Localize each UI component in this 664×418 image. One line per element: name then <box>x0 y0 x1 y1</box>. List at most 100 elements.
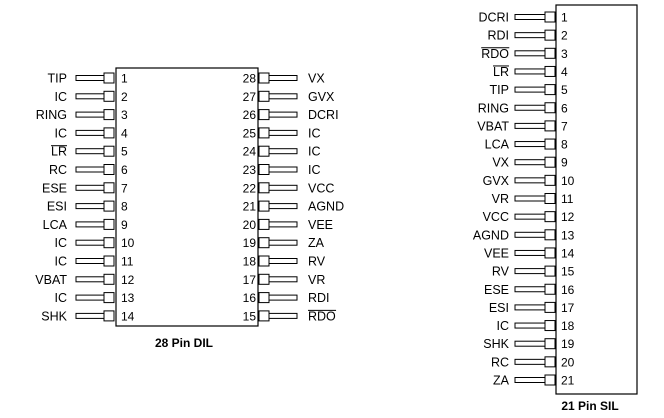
pin-pad <box>544 247 556 259</box>
dil-pin-16: 16 RDI <box>243 291 330 305</box>
pin-pad <box>103 109 115 121</box>
pin-pad <box>258 182 270 194</box>
pin-lead <box>268 75 298 81</box>
pin-number-label: 13 <box>561 228 575 242</box>
pin-number-label: 8 <box>121 200 128 214</box>
pin-lead <box>268 93 298 100</box>
pin-pad <box>544 11 556 23</box>
pin-name-label: RV <box>492 265 510 279</box>
pin-pad <box>258 200 270 212</box>
pin-pad <box>544 47 556 59</box>
pin-number-label: 28 <box>243 72 257 86</box>
pin-lead <box>75 75 105 81</box>
pin-number-label: 21 <box>561 374 575 388</box>
pin-number-label: 19 <box>561 337 575 351</box>
pin-name-label: RDO <box>481 47 509 61</box>
pin-pad <box>544 374 556 386</box>
dil-caption: 28 Pin DIL <box>155 336 213 350</box>
pin-lead <box>75 258 105 264</box>
dil-pin-17: 17 VR <box>243 273 326 287</box>
pin-pad <box>103 145 115 157</box>
pin-name-label: VBAT <box>477 119 509 133</box>
pin-number-label: 8 <box>561 138 568 152</box>
pin-lead <box>514 68 546 75</box>
pin-number-label: 7 <box>121 181 128 195</box>
pin-name-label: AGND <box>308 200 344 214</box>
pin-name-label: IC <box>55 126 68 140</box>
dil-pin-19: 19 ZA <box>243 236 325 250</box>
pin-name-label: ESE <box>42 181 67 195</box>
pin-name-label: IC <box>55 236 68 250</box>
pin-number-label: 1 <box>561 11 568 25</box>
pin-number-label: 10 <box>121 236 135 250</box>
pin-number-label: 21 <box>243 200 257 214</box>
pin-number-label: 5 <box>561 83 568 97</box>
pin-number-label: 17 <box>243 273 257 287</box>
pin-lead <box>514 14 546 20</box>
pin-number-label: 19 <box>243 236 257 250</box>
pin-name-label: IC <box>55 291 68 305</box>
pin-name-label: RDI <box>308 291 330 305</box>
pin-number-label: 2 <box>561 29 568 43</box>
pin-pad <box>258 255 270 267</box>
pin-number-label: 16 <box>561 283 575 297</box>
pin-pad <box>544 65 556 77</box>
pin-number-label: 16 <box>243 291 257 305</box>
pin-lead <box>268 203 298 210</box>
pin-name-label: RING <box>478 101 509 115</box>
pin-pad <box>544 356 556 368</box>
pin-lead <box>514 377 546 383</box>
pin-name-label: RC <box>49 163 67 177</box>
pin-pad <box>544 320 556 332</box>
pin-pad <box>258 218 270 230</box>
sil-caption: 21 Pin SIL <box>561 399 618 413</box>
pin-lead <box>268 239 298 246</box>
pin-pad <box>103 255 115 267</box>
sil-package-body <box>555 4 638 395</box>
pin-name-label: ZA <box>308 236 325 250</box>
dil-package-body <box>115 67 259 327</box>
pin-pad <box>544 283 556 295</box>
pin-lead <box>514 177 546 184</box>
pin-name-label: IC <box>308 145 321 159</box>
pin-pad <box>258 237 270 249</box>
dil-pin-21: 21 AGND <box>243 200 344 214</box>
pin-number-label: 17 <box>561 301 575 315</box>
pin-name-label: VR <box>308 273 325 287</box>
pin-number-label: 6 <box>121 163 128 177</box>
pin-lead <box>514 304 546 311</box>
pin-lead <box>514 322 546 329</box>
pin-name-label: ESI <box>489 301 509 315</box>
pin-number-label: 3 <box>121 108 128 122</box>
pin-number-label: 20 <box>243 218 257 232</box>
pin-number-label: 20 <box>561 355 575 369</box>
pin-pad <box>258 90 270 102</box>
pin-number-label: 26 <box>243 108 257 122</box>
pin-name-label: DCRI <box>308 108 339 122</box>
pin-name-label: RV <box>308 255 326 269</box>
pin-number-label: 12 <box>561 210 575 224</box>
pin-pad <box>103 72 115 84</box>
pin-number-label: 9 <box>561 156 568 170</box>
pin-lead <box>514 286 546 293</box>
pin-lead <box>514 141 546 148</box>
pin-pad <box>258 127 270 139</box>
pin-lead <box>268 221 298 228</box>
